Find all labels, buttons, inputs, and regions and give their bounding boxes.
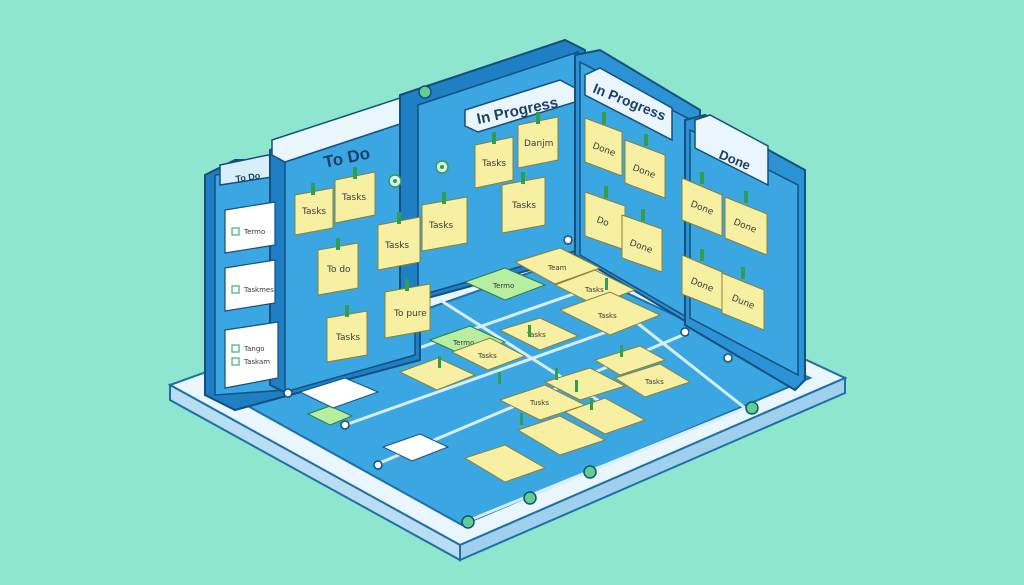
note-f1: Team (547, 264, 567, 272)
note-f7: Tusks (529, 399, 549, 407)
checklist-sheet-2: Taskmes (224, 259, 276, 312)
sticky-note: Tasks (326, 305, 368, 363)
checklist-item-2: Taskmes (243, 286, 274, 294)
note-c1: Termo (492, 282, 514, 290)
floor-card-green: Termo (463, 267, 547, 301)
sticky-note: Done (724, 191, 768, 256)
flower-icon (435, 160, 449, 174)
floor-card-green (306, 405, 354, 426)
header-todo-small: To Do (235, 171, 261, 184)
floor-card (516, 415, 607, 456)
note-f6: Tasks (644, 378, 664, 386)
floor-card (463, 444, 547, 483)
checklist-item-1: Termo (243, 228, 265, 236)
note-f3: Tasks (597, 312, 617, 320)
floor-card: Tasks (498, 317, 580, 351)
note-f4: Tasks (526, 331, 546, 339)
sticky-note: Done (624, 134, 666, 199)
floor-card-white (381, 433, 450, 462)
sticky-note: Tasks (474, 132, 514, 189)
floor-card: Tasks (558, 291, 662, 336)
sticky-note: Tasks (421, 192, 468, 252)
note-c2: Termo (452, 339, 474, 347)
note-t4: Tasks (384, 241, 409, 251)
note-t5: Tasks (428, 221, 453, 231)
floor-card: Tasks (450, 337, 527, 371)
column-done (684, 113, 806, 392)
sticky-note: Tasks (377, 212, 421, 271)
sticky-note: Done (681, 172, 723, 237)
floor-card-white (298, 377, 380, 409)
sticky-note: Done (584, 112, 623, 177)
note-p6: Do (595, 215, 611, 229)
note-t7: To pure (393, 309, 427, 319)
sticky-note: Danjm (517, 112, 559, 169)
floor-card (398, 357, 477, 391)
note-t3: To do (326, 265, 351, 275)
floor-card (593, 345, 667, 376)
checklist-item-4: Taskam (243, 358, 270, 366)
floor-pins (438, 278, 623, 425)
sticky-note: Tasks (294, 183, 334, 236)
checklist-item-3: Tango (243, 345, 265, 353)
floor-card: Team (513, 247, 602, 285)
sticky-note: Done (681, 249, 723, 311)
note-p3: Tasks (511, 201, 536, 211)
board-floor (167, 243, 848, 562)
connector-dots (283, 85, 759, 529)
sticky-note: Dune (721, 267, 765, 331)
checklist-sheet-1: Termo (224, 201, 276, 254)
sticky-note: To pure (384, 279, 431, 339)
note-f2: Tasks (584, 286, 604, 294)
flower-icon (388, 174, 402, 188)
note-t2: Tasks (341, 193, 366, 203)
note-t1: Tasks (301, 207, 326, 217)
note-t6: Tasks (335, 333, 360, 343)
note-p1: Tasks (481, 159, 506, 169)
sticky-note: Tasks (334, 167, 376, 224)
sticky-note: To do (317, 238, 359, 296)
checklist-sheet-3: Tango Taskam (224, 321, 279, 389)
note-f5: Tasks (477, 352, 497, 360)
sticky-note: Tasks (501, 172, 546, 234)
note-p2: Danjm (524, 139, 553, 149)
floor-card: Tasks (613, 363, 692, 398)
floor-card (543, 367, 627, 401)
sticky-note: Done (621, 209, 663, 273)
